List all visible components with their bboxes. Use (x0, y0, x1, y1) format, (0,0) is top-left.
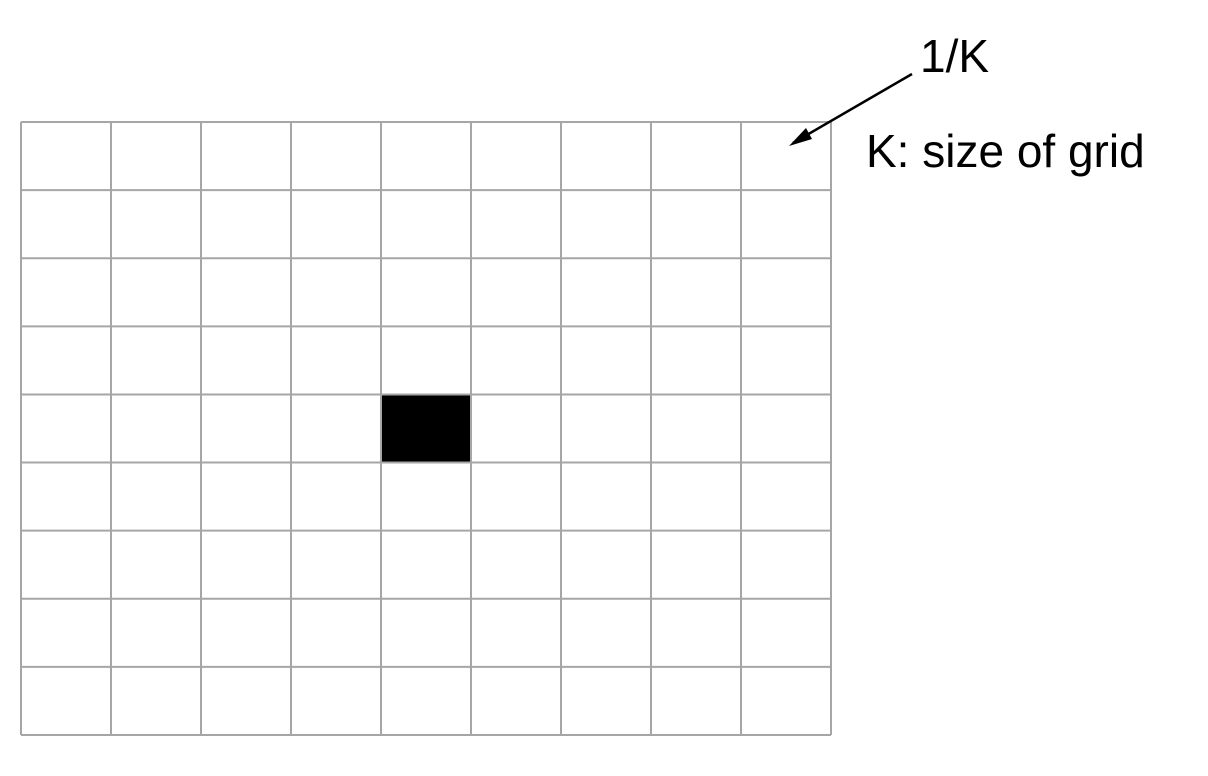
cell-size-label: 1/K (920, 30, 989, 82)
highlighted-cell (381, 394, 471, 463)
pointer-arrow (792, 72, 913, 145)
arrowhead-icon (789, 128, 812, 146)
grid (20, 121, 832, 736)
grid-size-definition: K: size of grid (866, 125, 1145, 177)
